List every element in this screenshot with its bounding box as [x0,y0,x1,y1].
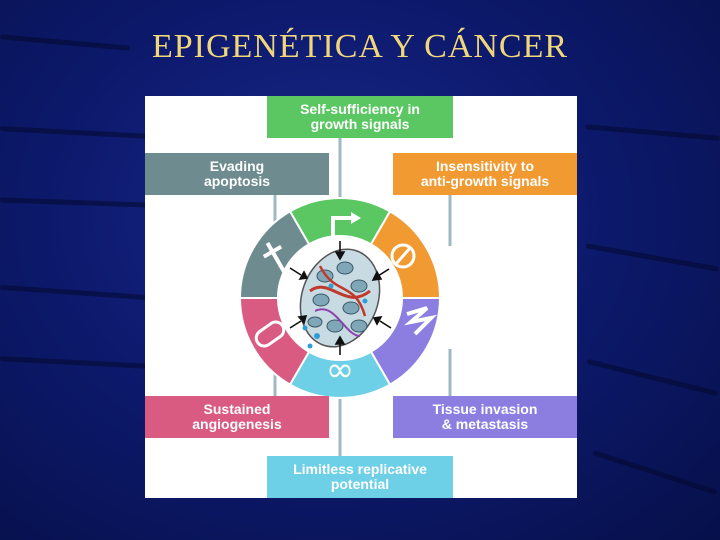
bg-stripe [0,126,150,139]
bg-stripe [0,197,150,207]
bg-stripe [0,285,150,300]
hallmark-tissue-invasion: Tissue invasion & metastasis [393,396,577,438]
hallmark-sustained-angiogenesis-label: Sustained angiogenesis [192,402,281,432]
hallmark-sustained-angiogenesis: Sustained angiogenesis [145,396,329,438]
bg-stripe [585,124,720,141]
bg-stripe [586,243,720,271]
bg-stripe [592,450,717,495]
hallmark-tissue-invasion-label: Tissue invasion & metastasis [433,402,538,432]
bg-stripe [586,359,718,397]
slide-title: EPIGENÉTICA Y CÁNCER [0,28,720,66]
hallmark-self-sufficiency-label: Self-sufficiency in growth signals [300,102,420,132]
hallmark-self-sufficiency: Self-sufficiency in growth signals [267,96,453,138]
hallmark-limitless-replicative: Limitless replicative potential [267,456,453,498]
bg-stripe [0,356,150,369]
hallmark-evading-apoptosis-label: Evading apoptosis [204,159,270,189]
hallmark-insensitivity-label: Insensitivity to anti-growth signals [421,159,549,189]
hallmark-evading-apoptosis: Evading apoptosis [145,153,329,195]
hallmarks-of-cancer-figure: ∞ [145,96,577,498]
hallmark-limitless-replicative-label: Limitless replicative potential [293,462,427,492]
hallmark-insensitivity: Insensitivity to anti-growth signals [393,153,577,195]
